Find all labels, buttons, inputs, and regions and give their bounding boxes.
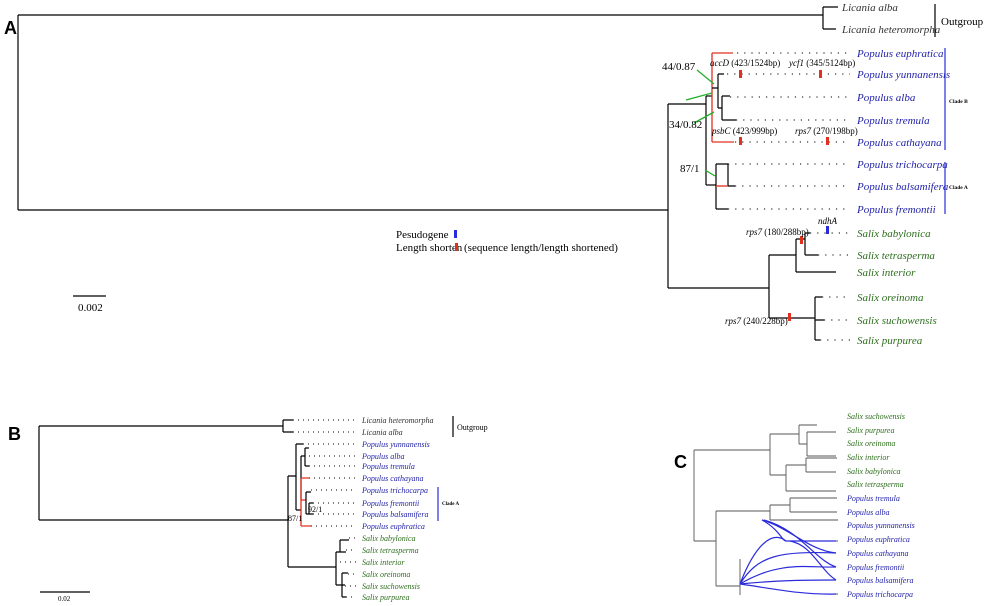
taxon-label: Salix suchowensis	[362, 582, 420, 591]
taxon-label: Salix oreinoma	[847, 439, 895, 448]
taxon-label: Licania alba	[361, 428, 403, 437]
panel-a-leaders	[727, 52, 850, 341]
legend-shorten-swatch	[455, 243, 458, 251]
taxon-label: Populus euphratica	[361, 522, 425, 531]
support-value: 44/0.87	[662, 61, 696, 73]
taxon-label: Populus trichocarpa	[856, 159, 948, 171]
gene-label-psbc: psbC (423/999bp)	[711, 126, 777, 136]
panel-a-support-pointers	[685, 69, 716, 177]
clade-a-label: Clade A	[949, 185, 968, 191]
taxon-label: Licania heteromorpha	[361, 416, 433, 425]
taxon-label: Salix interior	[362, 558, 405, 567]
taxon-label: Populus fremontii	[856, 204, 936, 216]
panel-c-tree	[693, 424, 838, 595]
taxon-label: Populus euphratica	[856, 48, 944, 60]
shorten-marker	[819, 70, 822, 78]
gene-label-ndha: ndhA	[818, 216, 838, 226]
clade-a-label-b: Clade A	[442, 502, 459, 507]
shorten-marker	[739, 137, 742, 145]
taxon-label: Populus tremula	[856, 115, 930, 127]
outgroup-label-b: Outgroup	[457, 423, 488, 432]
taxon-label: Populus cathayana	[361, 474, 424, 483]
support-value: 87/1	[288, 514, 302, 523]
panel-a-support-values: 44/0.87 34/0.82 87/1	[662, 61, 702, 175]
taxon-label: Salix tetrasperma	[847, 480, 904, 489]
panel-a-tree	[17, 6, 838, 341]
gene-label-rps7-cathayana: rps7 (270/198bp)	[795, 126, 858, 136]
gene-label-accd: accD (423/1524bp)	[710, 58, 780, 68]
taxon-label: Salix babylonica	[847, 467, 901, 476]
taxon-label: Salix suchowensis	[847, 412, 905, 421]
taxon-label: Populus trichocarpa	[846, 590, 913, 599]
gene-label-rps7-babylonica: rps7 (180/288bp)	[746, 227, 809, 237]
support-value: 34/0.82	[669, 119, 702, 131]
taxon-label: Salix babylonica	[857, 228, 931, 240]
scale-label-a: 0.002	[78, 302, 103, 314]
taxon-label: Populus balsamifera	[846, 576, 913, 585]
taxon-label: Populus balsamifera	[856, 181, 949, 193]
panel-c-taxa: Salix suchowensis Salix purpurea Salix o…	[846, 412, 915, 599]
shorten-marker	[826, 137, 829, 145]
shorten-marker	[739, 70, 742, 78]
panel-b-taxa: Licania heteromorpha Licania alba Populu…	[361, 416, 433, 602]
clade-b-label: Clade B	[949, 99, 968, 105]
shorten-marker	[800, 236, 803, 244]
taxon-label: Populus euphratica	[846, 535, 910, 544]
taxon-label: Populus tremula	[846, 494, 900, 503]
taxon-label: Salix babylonica	[362, 534, 416, 543]
taxon-label: Populus cathayana	[846, 549, 909, 558]
taxon-label: Salix interior	[847, 453, 890, 462]
taxon-label: Salix purpurea	[847, 426, 894, 435]
taxon-label: Populus cathayana	[856, 137, 942, 149]
panel-b-label: B	[8, 424, 21, 444]
legend-pseudogene-label: Pesudogene	[396, 229, 449, 241]
scale-label-b: 0.02	[58, 595, 71, 603]
taxon-label: Populus yunnanensis	[361, 440, 430, 449]
outgroup-label: Outgroup	[941, 16, 984, 28]
panel-a-gene-markers	[739, 70, 829, 321]
taxon-label: Salix purpurea	[362, 593, 409, 602]
panel-c-reticulation	[739, 519, 838, 595]
taxon-label: Salix interior	[857, 267, 916, 279]
taxon-label: Salix oreinoma	[857, 292, 924, 304]
taxon-label: Salix tetrasperma	[857, 250, 935, 262]
taxon-label: Populus trichocarpa	[361, 486, 428, 495]
taxon-label: Populus alba	[361, 452, 404, 461]
taxon-label: Licania heteromorpha	[841, 24, 941, 36]
taxon-label: Populus fremontii	[846, 563, 904, 572]
taxon-label: Populus balsamifera	[361, 510, 428, 519]
shorten-marker	[788, 313, 791, 321]
panel-a-gene-labels: accD (423/1524bp) ycf1 (345/5124bp) psbC…	[710, 58, 858, 326]
taxon-label: Salix tetrasperma	[362, 546, 419, 555]
panel-a-label: A	[4, 18, 17, 38]
taxon-label: Populus alba	[856, 92, 916, 104]
taxon-label: Licania alba	[841, 2, 898, 14]
pseudogene-marker	[826, 226, 829, 234]
legend-shorten-note: (sequence length/length shortened)	[464, 242, 618, 254]
support-value: 92/1	[308, 505, 322, 514]
gene-label-rps7-oreinoma: rps7 (240/228bp)	[725, 316, 788, 326]
panel-b-tree	[38, 419, 349, 598]
legend: Pesudogene Length shorten (sequence leng…	[396, 229, 618, 254]
taxon-label: Salix suchowensis	[857, 315, 937, 327]
taxon-label: Salix oreinoma	[362, 570, 410, 579]
taxon-label: Populus yunnanensis	[846, 521, 915, 530]
support-value: 87/1	[680, 163, 700, 175]
legend-shorten-label: Length shorten	[396, 242, 463, 254]
panel-b-leaders	[293, 419, 356, 598]
taxon-label: Populus fremontii	[361, 499, 419, 508]
taxon-label: Populus tremula	[361, 462, 415, 471]
taxon-label: Salix purpurea	[857, 335, 923, 347]
panel-c-label: C	[674, 452, 687, 472]
panel-a-taxa: Licania alba Licania heteromorpha Populu…	[841, 2, 950, 347]
legend-pseudogene-swatch	[454, 230, 457, 238]
gene-label-ycf1: ycf1 (345/5124bp)	[788, 58, 855, 68]
taxon-label: Populus alba	[846, 508, 889, 517]
taxon-label: Populus yunnanensis	[856, 69, 950, 81]
